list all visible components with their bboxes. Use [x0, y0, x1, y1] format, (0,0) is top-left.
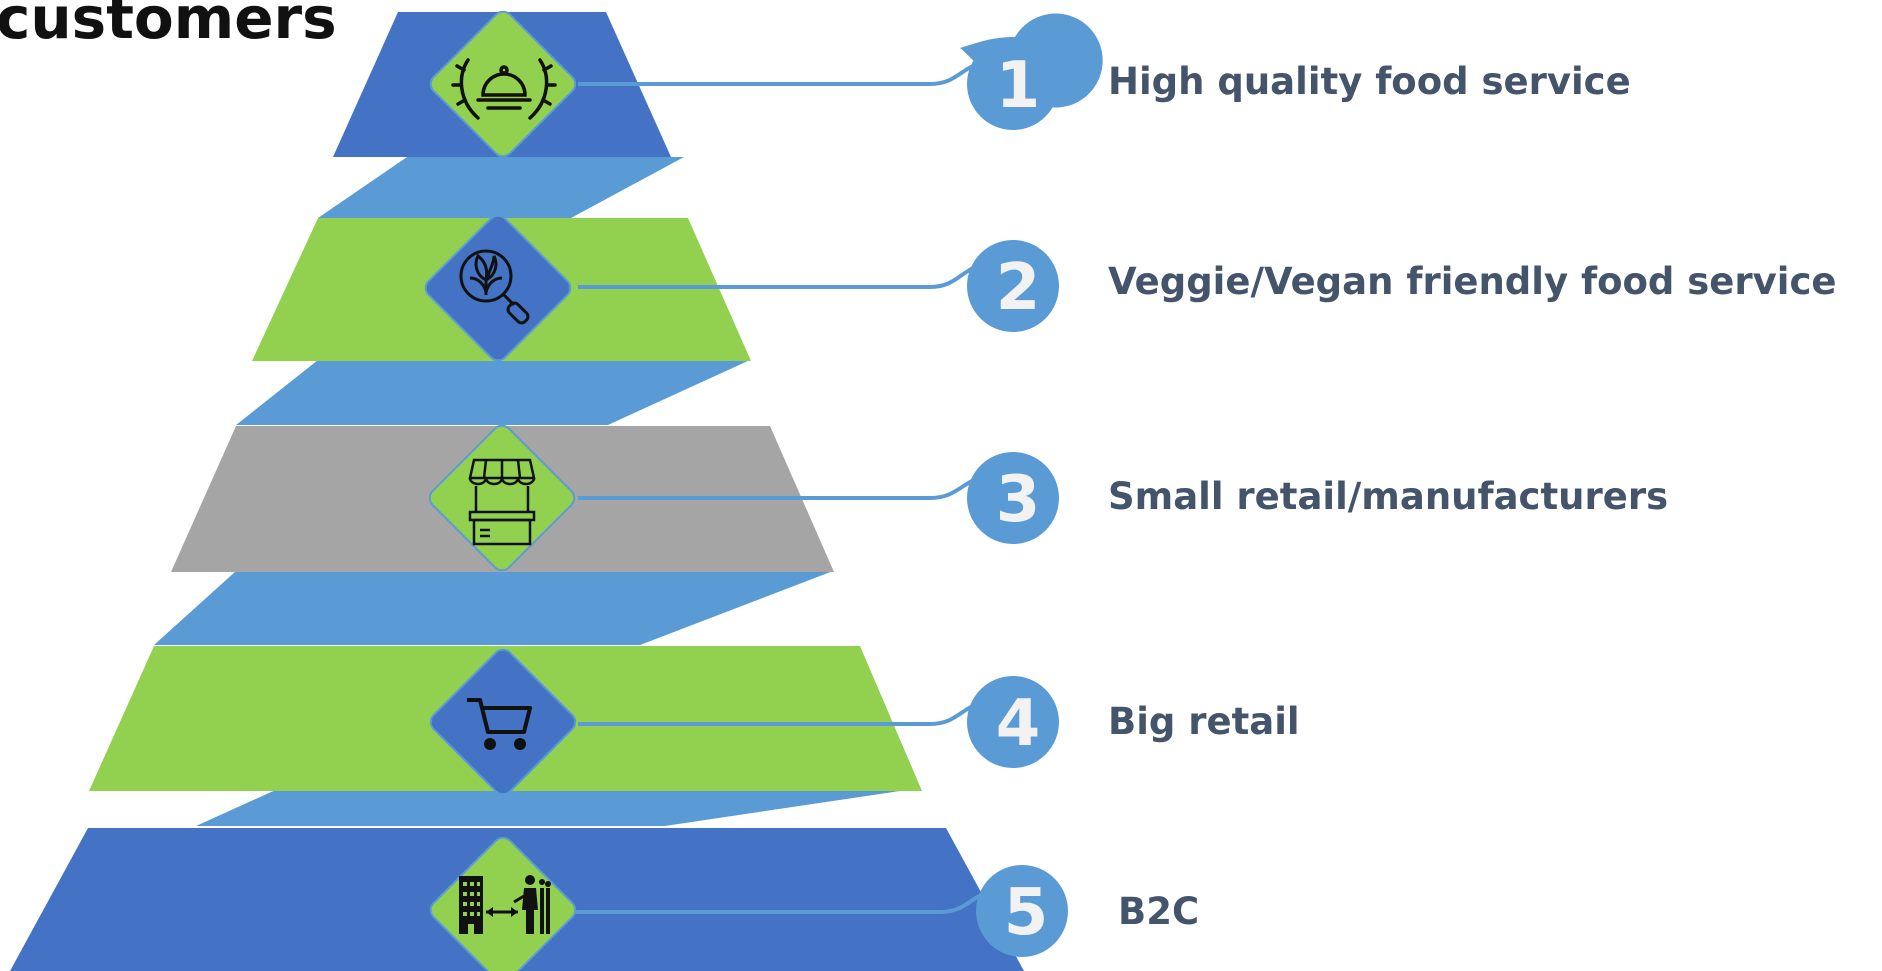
- plant-magnifier-icon: [459, 249, 530, 325]
- cloche-laurel-icon: [451, 58, 557, 120]
- level-number-3: 3: [996, 463, 1041, 537]
- level-label-5: B2C: [1118, 890, 1200, 933]
- page-title: customers: [0, 0, 337, 52]
- level-number-1: 1: [996, 49, 1041, 123]
- icon-diamond-1: [429, 10, 577, 158]
- level-number-5: 5: [1004, 876, 1049, 950]
- level-number-4: 4: [996, 687, 1041, 761]
- icon-diamond-3: [428, 424, 576, 572]
- level-label-1: High quality food service: [1108, 60, 1631, 103]
- level-label-2: Veggie/Vegan friendly food service: [1108, 260, 1837, 303]
- connector-panel-3-4: [154, 571, 833, 645]
- icon-diamond-2: [424, 214, 572, 362]
- level-label-4: Big retail: [1108, 700, 1300, 743]
- icon-diamond-5: [429, 836, 577, 971]
- connector-panel-2-3: [236, 360, 750, 425]
- number-badge-2: 2: [967, 240, 1059, 332]
- number-badge-1: 1: [960, 13, 1103, 130]
- number-badge-3: 3: [967, 452, 1059, 544]
- connector-panel-1-2: [318, 157, 684, 218]
- number-badge-4: 4: [967, 676, 1059, 768]
- level-number-2: 2: [996, 251, 1041, 325]
- business-to-consumer-icon: [459, 875, 551, 934]
- connector-panel-4-5: [196, 788, 920, 826]
- market-stall-icon: [468, 458, 536, 546]
- number-badge-5: 5: [976, 865, 1068, 957]
- shopping-cart-icon: [467, 698, 532, 750]
- connector-line-1: [578, 58, 1001, 86]
- icon-diamond-4: [429, 648, 577, 796]
- level-label-3: Small retail/manufacturers: [1108, 475, 1669, 518]
